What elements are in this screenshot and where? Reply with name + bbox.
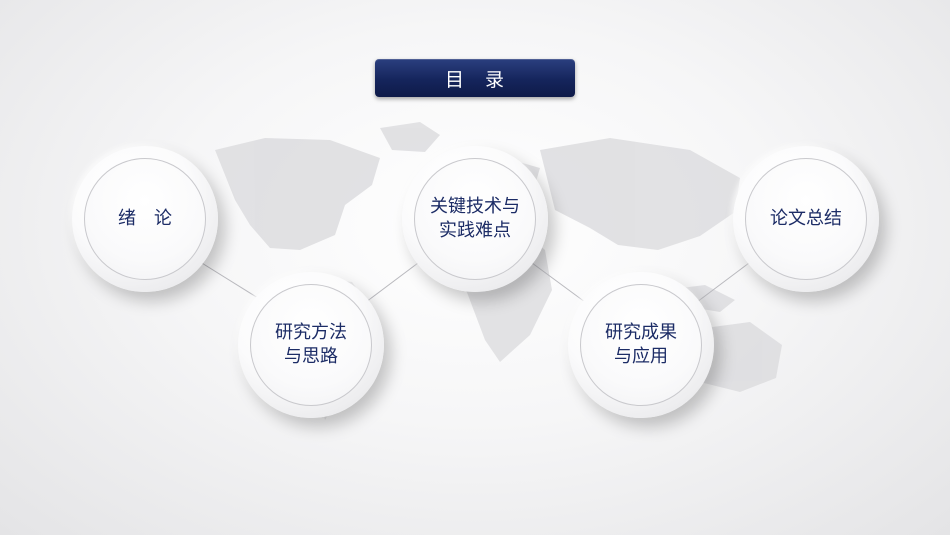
toc-item-results[interactable]: 研究成果 与应用 [568, 272, 714, 418]
connector-line [696, 259, 754, 303]
toc-item-label: 绪 论 [118, 208, 172, 229]
map-north-america [215, 138, 380, 250]
toc-item-inner-ring: 研究成果 与应用 [580, 284, 702, 406]
map-greenland [380, 122, 440, 152]
toc-item-introduction[interactable]: 绪 论 [72, 146, 218, 292]
toc-item-label-line1: 研究成果 [605, 322, 677, 343]
toc-item-label-line2: 实践难点 [439, 220, 511, 241]
toc-item-inner-ring: 论文总结 [745, 158, 867, 280]
connector-line [527, 259, 586, 303]
toc-item-conclusion[interactable]: 论文总结 [733, 146, 879, 292]
toc-item-inner-ring: 绪 论 [84, 158, 206, 280]
toc-item-label-line1: 研究方法 [275, 322, 347, 343]
toc-item-label-line2: 与应用 [614, 346, 668, 367]
toc-item-key-technology[interactable]: 关键技术与 实践难点 [402, 146, 548, 292]
title-banner: 目 录 [375, 59, 575, 97]
page-title: 目 录 [444, 68, 505, 91]
toc-item-inner-ring: 关键技术与 实践难点 [414, 158, 536, 280]
connector-line [196, 259, 259, 299]
connector-line [365, 259, 423, 303]
toc-item-label: 论文总结 [770, 208, 842, 229]
toc-item-inner-ring: 研究方法 与思路 [250, 284, 372, 406]
toc-item-methods[interactable]: 研究方法 与思路 [238, 272, 384, 418]
toc-item-label-line1: 关键技术与 [430, 196, 520, 217]
map-asia [540, 138, 740, 250]
toc-item-label-line2: 与思路 [284, 346, 338, 367]
